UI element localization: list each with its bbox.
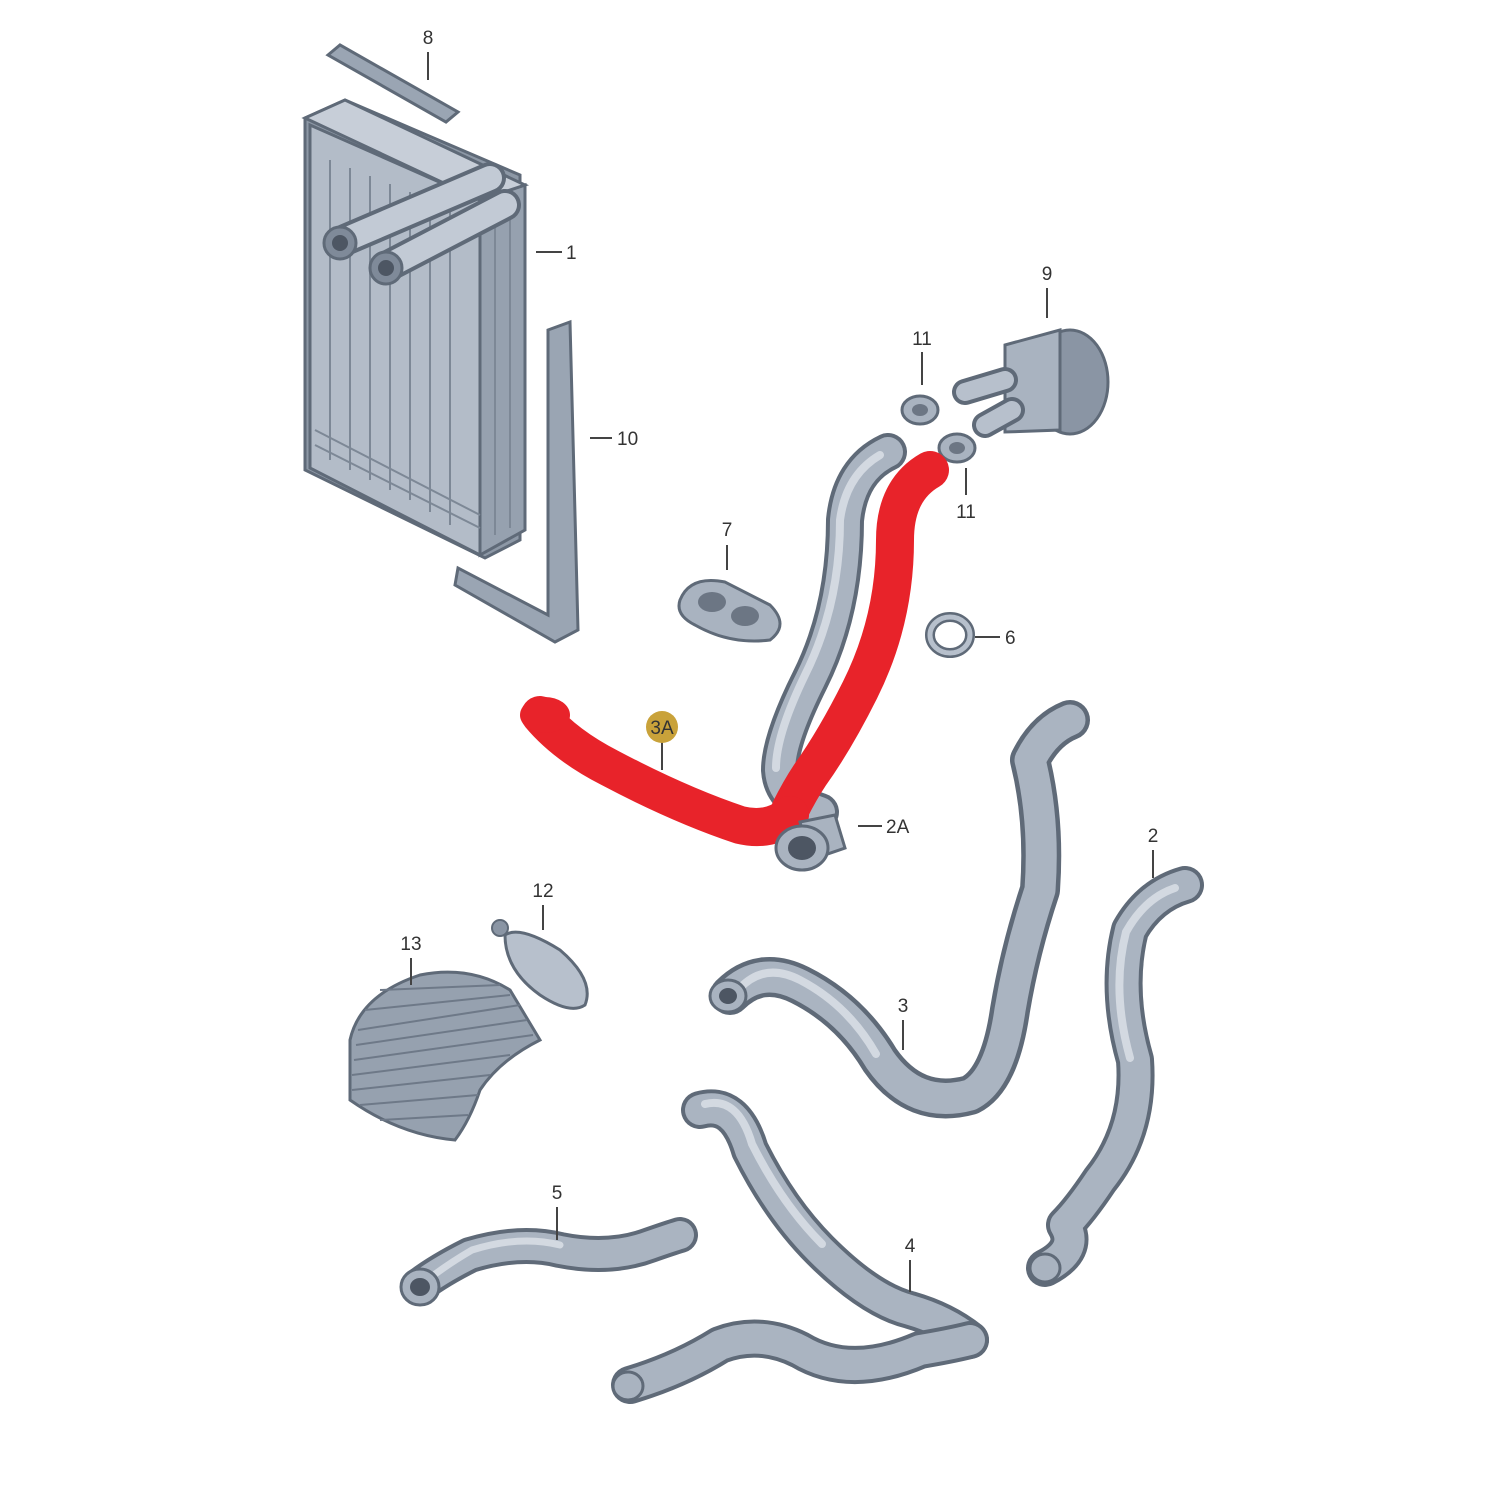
hose-4 bbox=[611, 1089, 989, 1404]
callout-5: 5 bbox=[552, 1183, 563, 1204]
leader-lines bbox=[410, 52, 1154, 1292]
hose-clip-7 bbox=[677, 579, 782, 643]
hose-upper-grey bbox=[761, 433, 907, 831]
callout-7: 7 bbox=[722, 520, 733, 541]
callout-labels: 8 1 10 9 11 11 7 6 3A 2A 2 3 12 13 5 4 bbox=[400, 28, 1158, 1257]
callout-12: 12 bbox=[532, 881, 553, 902]
heater-core-pipes bbox=[322, 162, 521, 286]
hose-3a-highlighted bbox=[520, 451, 949, 846]
callout-9: 9 bbox=[1042, 264, 1053, 285]
cap-12 bbox=[491, 919, 589, 1010]
connector-2a bbox=[774, 813, 847, 872]
callout-6: 6 bbox=[1005, 628, 1016, 649]
callout-11-lower: 11 bbox=[956, 502, 976, 523]
hose-2 bbox=[1026, 866, 1204, 1287]
callout-8: 8 bbox=[423, 28, 434, 49]
seal-l-10 bbox=[453, 319, 580, 644]
clamp-11-lower bbox=[937, 432, 977, 464]
flange-9 bbox=[952, 328, 1110, 438]
callout-10: 10 bbox=[617, 429, 638, 450]
callout-1: 1 bbox=[566, 243, 577, 264]
callout-3a-badge: 3A bbox=[646, 711, 678, 743]
hose-3 bbox=[708, 700, 1090, 1119]
callout-3: 3 bbox=[898, 996, 909, 1017]
seal-strip-8 bbox=[325, 43, 461, 124]
clamp-11-upper bbox=[900, 394, 940, 426]
callout-2a: 2A bbox=[886, 817, 910, 838]
corrugated-duct-13 bbox=[348, 970, 543, 1142]
callout-13: 13 bbox=[400, 934, 421, 955]
callout-11-upper: 11 bbox=[912, 329, 932, 350]
heater-core bbox=[301, 98, 530, 560]
callout-3a: 3A bbox=[650, 718, 674, 739]
hose-5 bbox=[399, 1217, 698, 1307]
callout-4: 4 bbox=[905, 1236, 916, 1257]
clamp-6 bbox=[925, 612, 975, 658]
callout-2: 2 bbox=[1148, 826, 1159, 847]
